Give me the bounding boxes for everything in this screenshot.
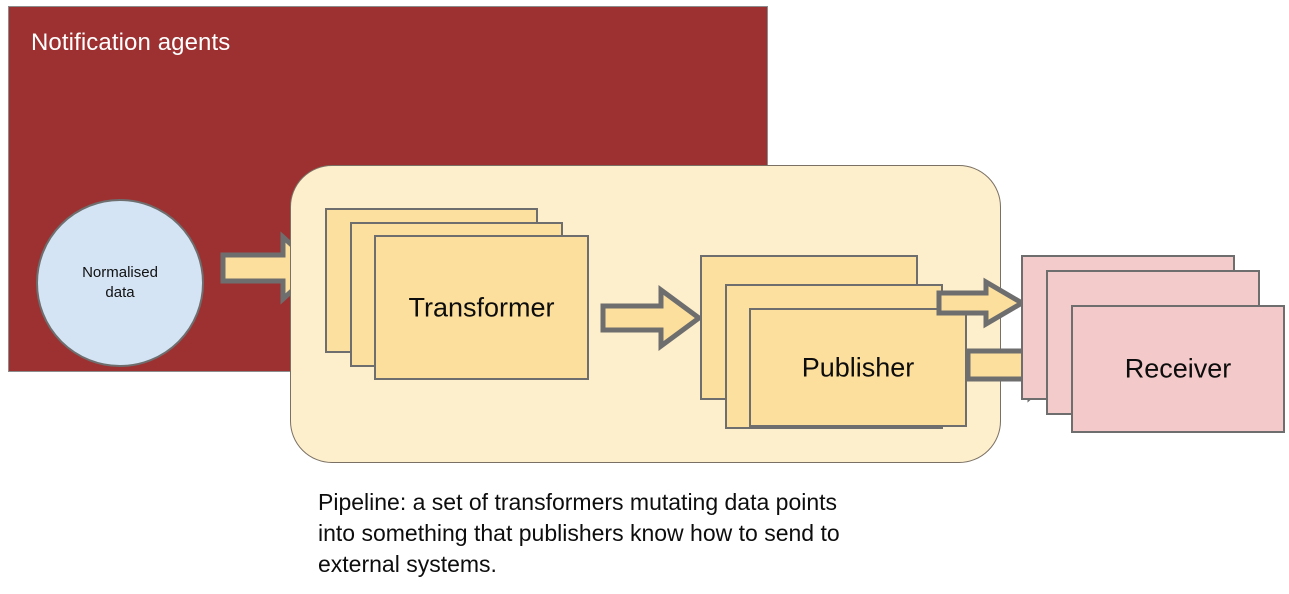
transformer-card-front: Transformer <box>374 235 589 380</box>
receiver-label: Receiver <box>1124 353 1232 384</box>
normalised-data-node: Normalised data <box>36 199 204 367</box>
pipeline-caption: Pipeline: a set of transformers mutating… <box>318 487 978 579</box>
publisher-card-front: Publisher <box>749 308 967 427</box>
caption-line-2: into something that publishers know how … <box>318 519 840 546</box>
arrow-transformer-to-publisher-icon <box>599 285 704 351</box>
caption-line-3: external systems. <box>318 550 497 577</box>
receiver-card-front: Receiver <box>1071 305 1285 433</box>
notification-agents-label: Notification agents <box>31 29 231 56</box>
normalised-data-label: Normalised data <box>82 264 158 301</box>
publisher-label: Publisher <box>801 352 915 382</box>
transformer-label: Transformer <box>408 292 555 322</box>
arrow-publisher-to-receiver-upper-icon <box>936 277 1027 329</box>
caption-line-1: Pipeline: a set of transformers mutating… <box>318 489 838 515</box>
